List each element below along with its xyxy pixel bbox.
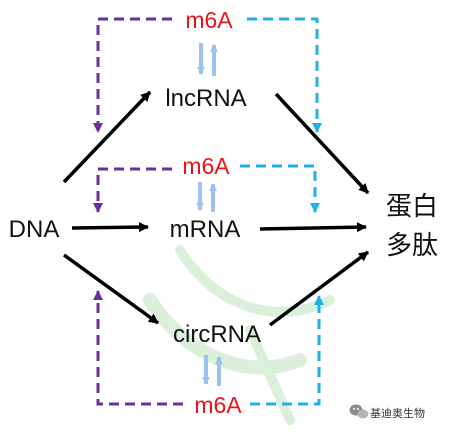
bottom-cyan-dashed-arrow (250, 295, 324, 406)
bottom-modification-arrows (202, 355, 223, 386)
arrow-circrna-to-protein (268, 250, 370, 327)
arrow-dna-to-mrna (71, 222, 149, 233)
arrow-lncrna-to-protein (274, 92, 370, 195)
top-cyan-dashed-arrow (247, 17, 322, 133)
wechat-watermark: 基迪奥生物 (349, 404, 425, 420)
arrow-dna-to-lncrna (62, 90, 152, 184)
wechat-icon (349, 404, 369, 419)
protein-label-line1: 蛋白 (386, 192, 438, 222)
top-modification-arrows (197, 43, 218, 76)
m6a-mid-label: m6A (182, 153, 230, 179)
m6a-top-label: m6A (185, 7, 233, 33)
bottom-purple-dashed-arrow (93, 290, 183, 406)
m6a-bottom-label: m6A (194, 392, 242, 418)
mid-purple-dashed-arrow (93, 167, 172, 213)
mid-modification-arrows (196, 182, 217, 212)
arrow-dna-to-circrna (62, 253, 160, 325)
top-purple-dashed-arrow (93, 17, 172, 133)
arrow-mrna-to-protein (259, 222, 367, 233)
lncrna-label: lncRNA (165, 85, 246, 112)
protein-label-line2: 多肽 (386, 231, 438, 261)
circrna-label: circRNA (173, 321, 261, 348)
mrna-label: mRNA (170, 216, 241, 243)
watermark-text: 基迪奥生物 (370, 406, 425, 420)
mid-cyan-dashed-arrow (240, 164, 320, 213)
dna-label: DNA (9, 216, 60, 243)
